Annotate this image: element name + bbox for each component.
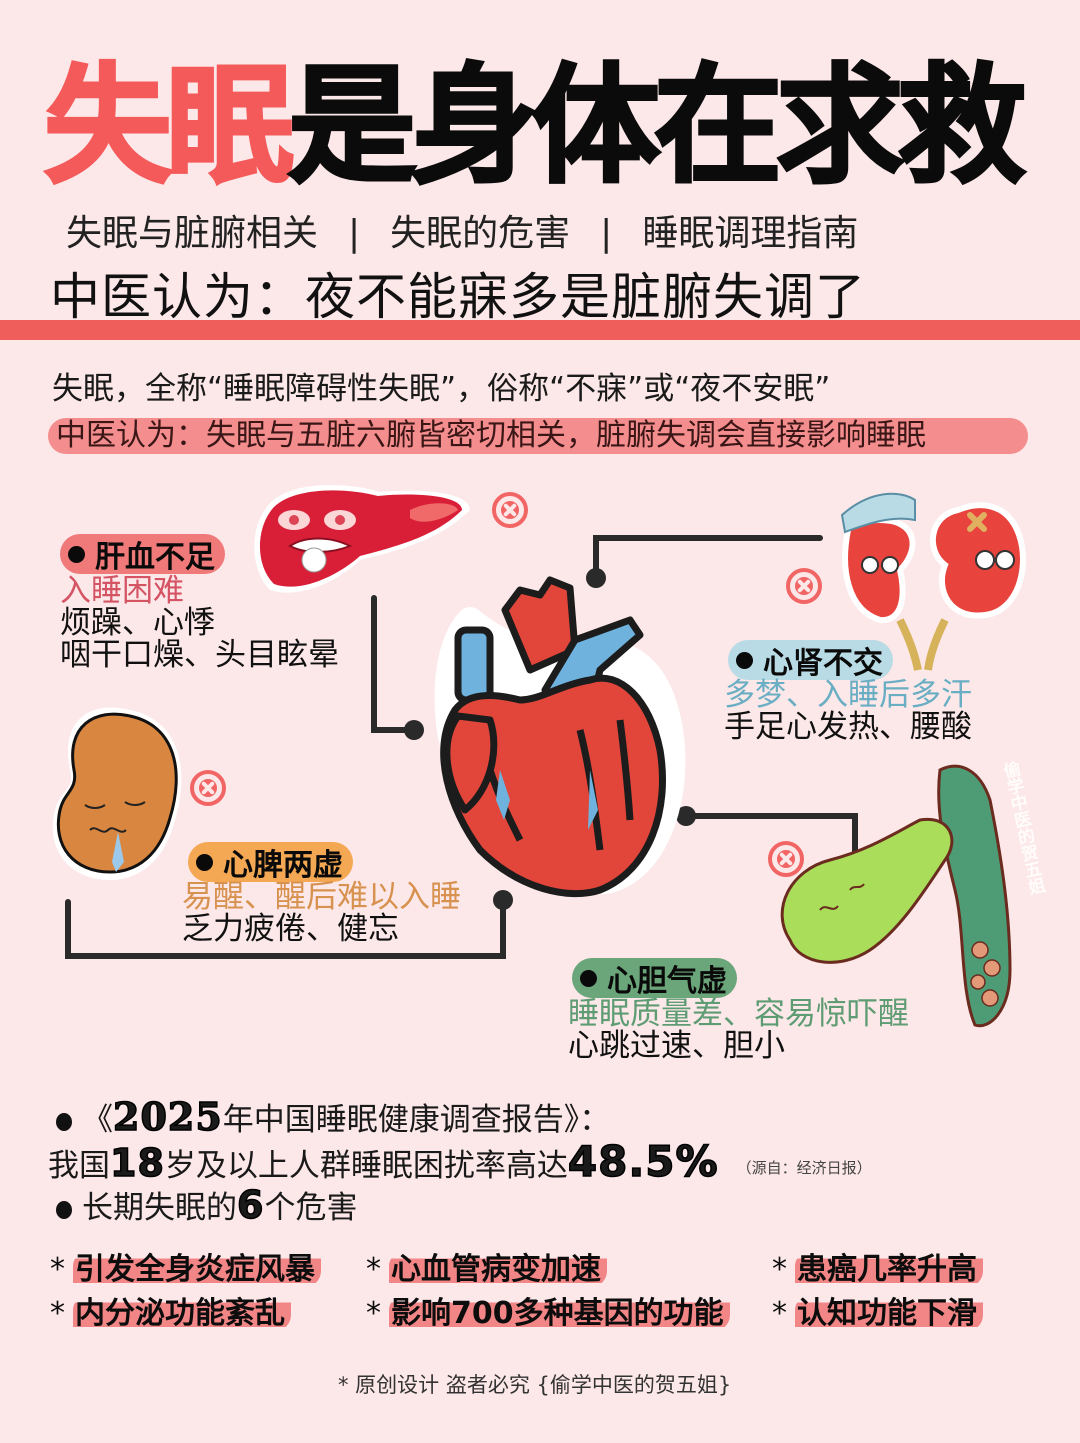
report-year: 2025 (112, 1094, 223, 1139)
gallbladder-tag-label: 心胆气虚 (607, 964, 727, 999)
bullet-icon (580, 969, 597, 987)
harm-item: *内分泌功能紊乱 (50, 1294, 291, 1334)
harms-heading-text: 个危害 (264, 1190, 358, 1226)
age-value: 18 (109, 1140, 165, 1186)
bullet-icon (736, 651, 753, 669)
headline: 中医认为：夜不能寐多是脏腑失调了 (50, 268, 866, 326)
spleen-symptom: 乏力疲倦、健忘 (182, 911, 399, 947)
harm-item: *引发全身炎症风暴 (50, 1250, 321, 1290)
liver-tag: 肝血不足 (60, 534, 225, 575)
gallbladder-icon (780, 764, 1012, 1028)
kidney-tag: 心肾不交 (728, 640, 893, 681)
kidney-symptom-main: 多梦、入睡后多汗 (724, 677, 972, 713)
gallbladder-symptom: 心跳过速、胆小 (568, 1028, 785, 1064)
gallbladder-tag: 心胆气虚 (572, 958, 737, 999)
subnav-item-harm: 失眠的危害 (390, 213, 571, 254)
title-accent: 失眠 (42, 51, 295, 203)
spleen-symptom-main: 易醒、醒后难以入睡 (182, 879, 461, 915)
subnav-item-organs: 失眠与脏腑相关 (66, 213, 319, 254)
kidney-symptom: 手足心发热、腰酸 (724, 709, 972, 745)
divider-bar (0, 320, 1080, 340)
harms-heading-text: 长期失眠的 (82, 1190, 237, 1226)
liver-icon (254, 485, 470, 593)
spleen-icon (52, 707, 182, 880)
report-line: 《2025年中国睡眠健康调查报告》： (56, 1094, 611, 1141)
gallbladder-symptom-main: 睡眠质量差、容易惊吓醒 (568, 996, 909, 1032)
harms-heading: 长期失眠的6个危害 (56, 1183, 358, 1229)
intro-highlight: 中医认为：失眠与五脏六腑皆密切相关，脏腑失调会直接影响睡眠 (48, 418, 1028, 454)
liver-symptom: 咽干口燥、头目眩晕 (60, 637, 339, 673)
bullet-icon (196, 853, 213, 871)
heart-icon (434, 576, 686, 898)
harm-item: *患癌几率升高 (772, 1250, 983, 1290)
kidney-tag-label: 心肾不交 (763, 646, 883, 681)
title-dark: 是身体在求救 (287, 51, 1028, 203)
subnav: 失眠与脏腑相关 | 失眠的危害 | 睡眠调理指南 (66, 208, 1016, 260)
harm-item: *认知功能下滑 (772, 1294, 983, 1334)
footer-credit: * 原创设计 盗者必究 {偷学中医的贺五姐} (338, 1373, 732, 1397)
bullet-icon (56, 1112, 72, 1131)
harm-item: *影响700多种基因的功能 (366, 1294, 730, 1334)
spleen-tag-label: 心脾两虚 (223, 848, 343, 883)
close-circle-icon (768, 841, 804, 877)
source-note: （源自：经济日报） (736, 1158, 872, 1177)
close-circle-icon (190, 770, 226, 806)
subnav-item-guide: 睡眠调理指南 (642, 213, 859, 254)
intro-definition: 失眠，全称“睡眠障碍性失眠”，俗称“不寐”或“夜不安眠” (52, 371, 831, 407)
page-title: 失眠是身体在求救 (42, 51, 1028, 203)
organ-illustrations (52, 485, 1026, 1028)
bullet-icon (68, 545, 85, 563)
liver-tag-label: 肝血不足 (95, 540, 215, 575)
connector-lines (65, 535, 858, 959)
close-circle-icon (492, 492, 528, 528)
prevalence-line: 我国18岁及以上人群睡眠困扰率高达48.5% （源自：经济日报） (48, 1137, 872, 1190)
report-bracket: 《 (82, 1102, 113, 1138)
subnav-separator: | (600, 213, 613, 254)
prevalence-text: 岁及以上人群睡眠困扰率高达 (164, 1148, 568, 1184)
liver-symptom-main: 入睡困难 (60, 573, 184, 609)
subnav-separator: | (348, 213, 361, 254)
report-title: 年中国睡眠健康调查报告》： (222, 1102, 611, 1138)
prevalence-rate: 48.5% (567, 1137, 719, 1186)
spleen-tag: 心脾两虚 (188, 842, 353, 883)
harm-item: *心血管病变加速 (366, 1250, 607, 1290)
bullet-icon (56, 1200, 72, 1219)
kidney-icon (840, 492, 1026, 671)
harms-count: 6 (236, 1183, 265, 1227)
close-circle-icon (786, 568, 822, 604)
liver-symptom: 烦躁、心悸 (60, 605, 215, 641)
prevalence-text: 我国 (48, 1148, 110, 1184)
